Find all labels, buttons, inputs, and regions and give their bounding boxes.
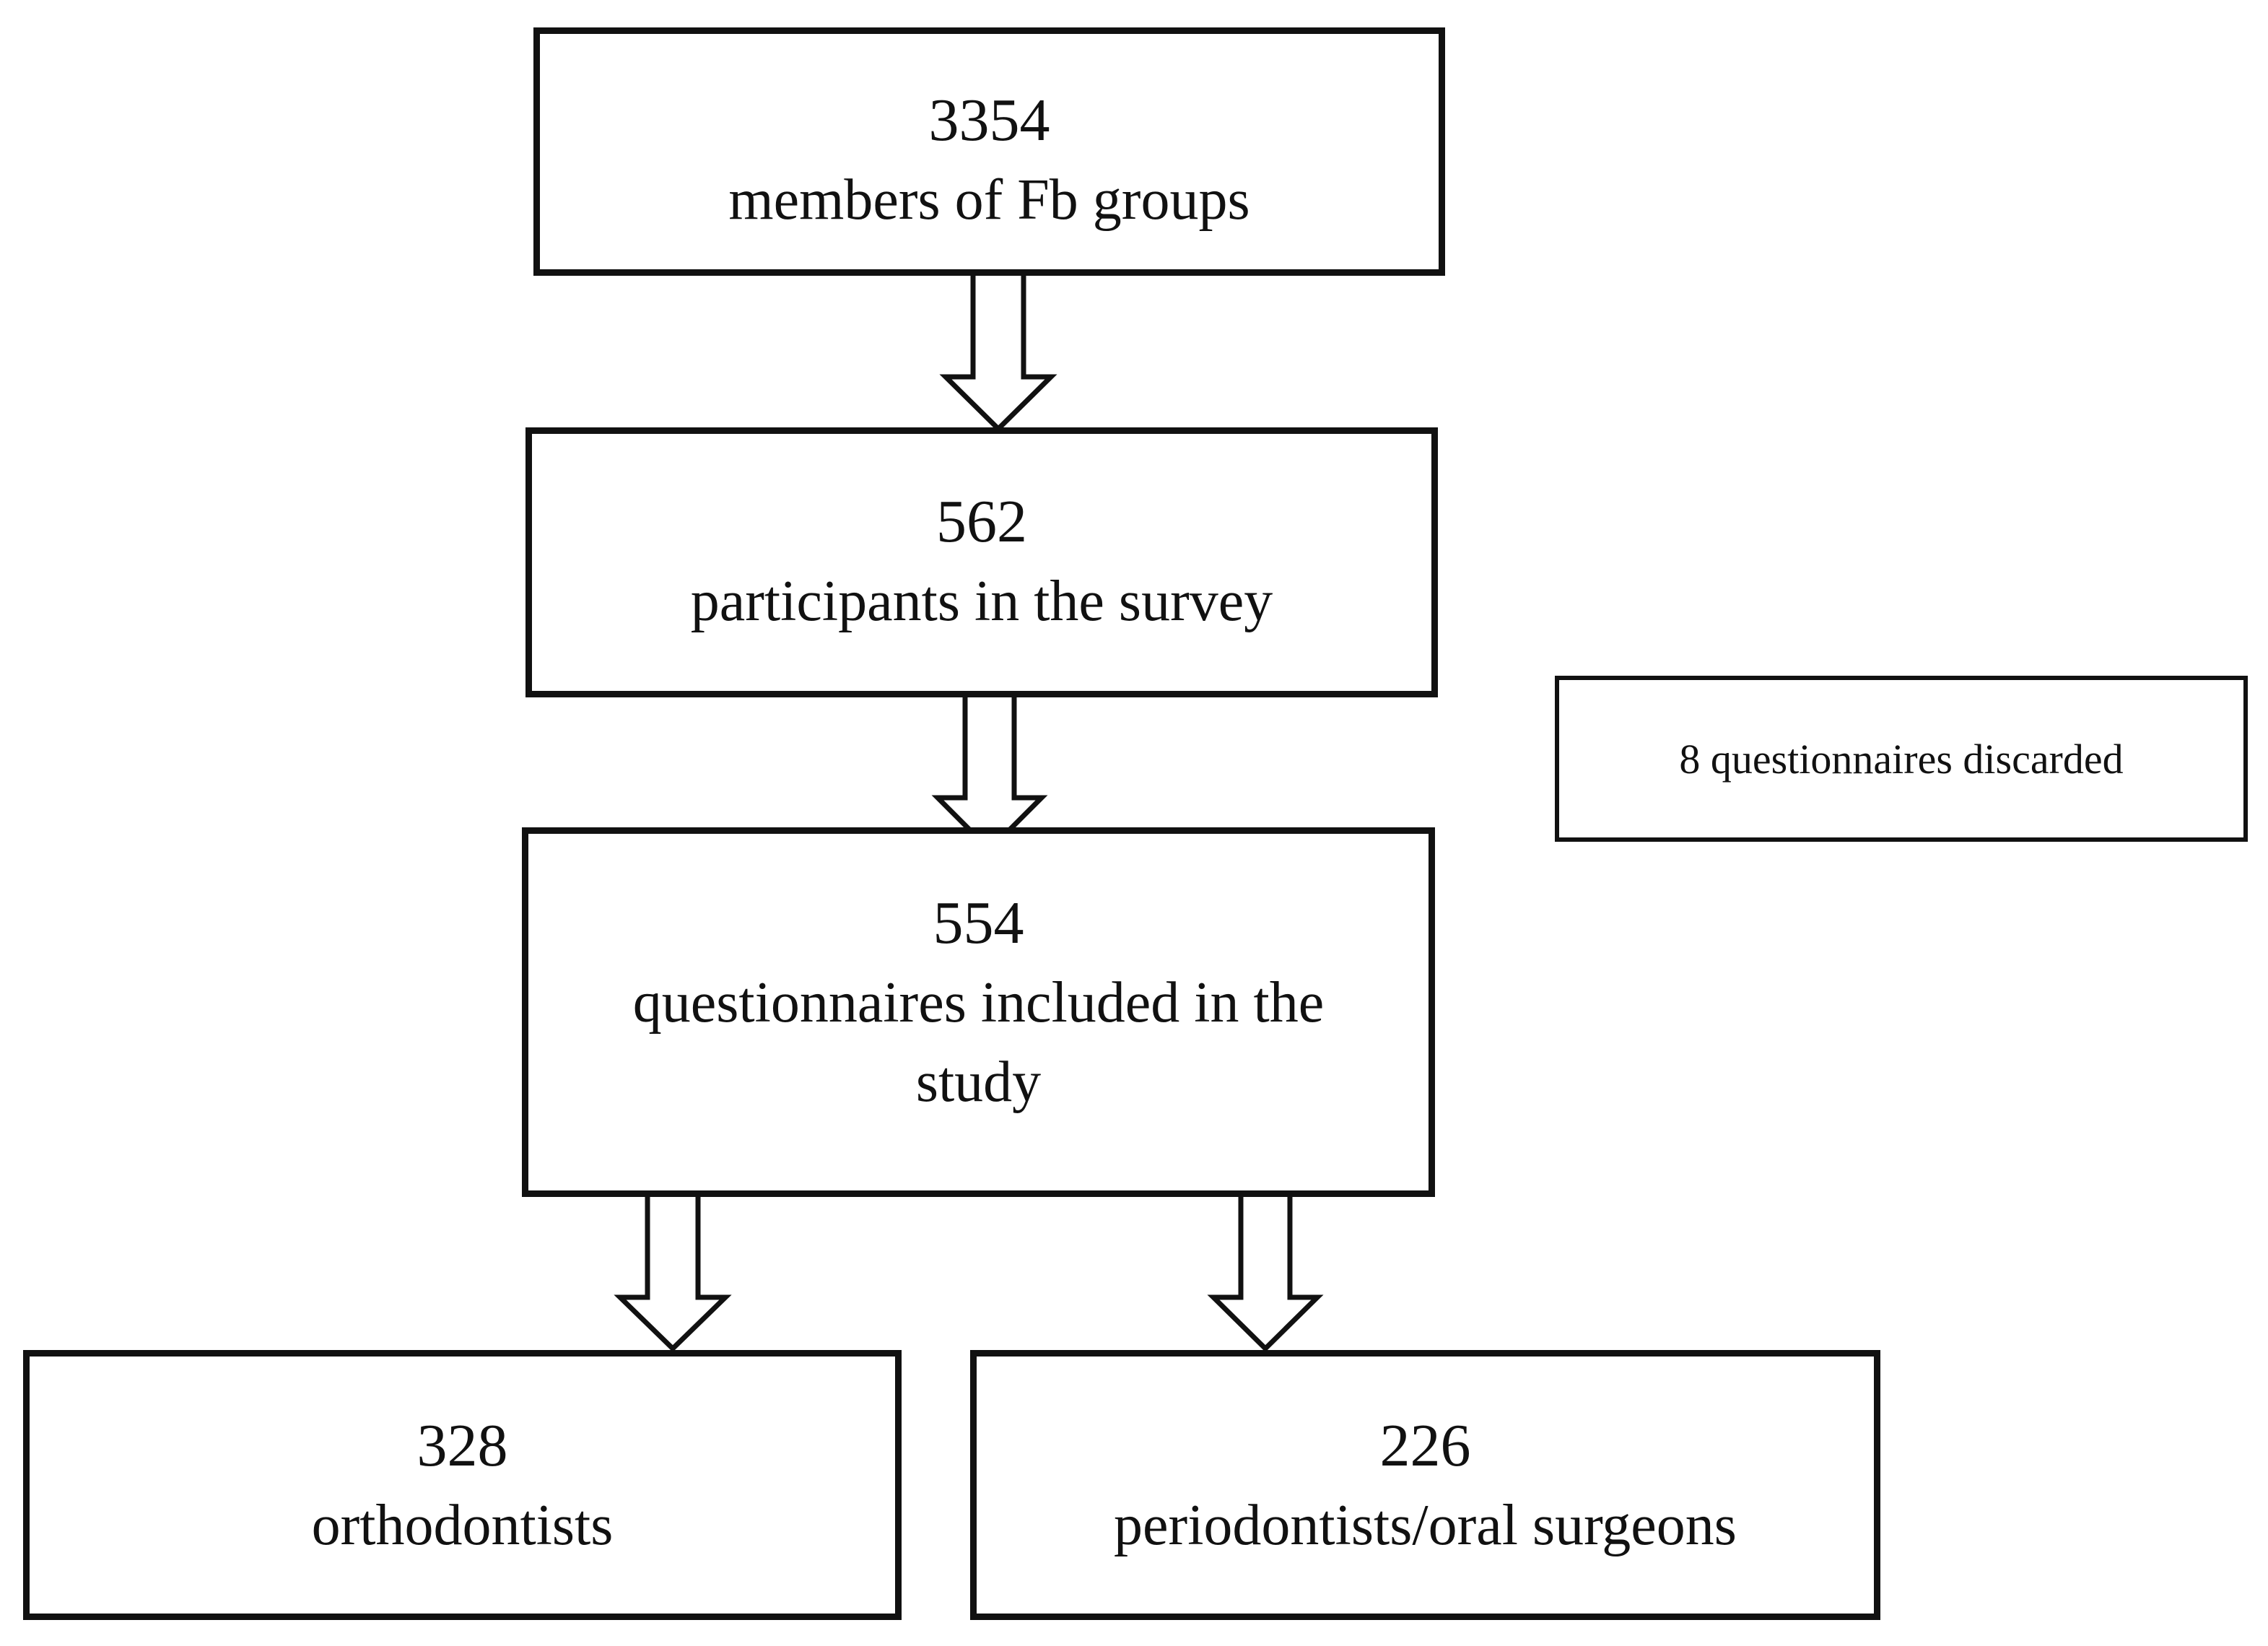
arrow-participants-to-included xyxy=(931,692,1048,853)
included-label-line1: questionnaires included in the xyxy=(632,971,1325,1035)
orthodontists-box: 328 orthodontists xyxy=(23,1350,902,1620)
arrow-included-to-periodontists xyxy=(1207,1191,1324,1352)
arrow-members-to-participants xyxy=(939,270,1057,432)
members-label: members of Fb groups xyxy=(728,168,1250,232)
participants-count: 562 xyxy=(936,488,1027,555)
members-count: 3354 xyxy=(928,87,1050,154)
periodontists-count: 226 xyxy=(1379,1412,1471,1479)
periodontists-box: 226 periodontists/oral surgeons xyxy=(970,1350,1880,1620)
discarded-label: 8 questionnaires discarded xyxy=(1679,735,2124,783)
orthodontists-label: orthodontists xyxy=(311,1494,614,1557)
members-box: 3354 members of Fb groups xyxy=(533,27,1445,276)
included-count: 554 xyxy=(933,889,1024,957)
discarded-box: 8 questionnaires discarded xyxy=(1555,676,2248,842)
participants-label: participants in the survey xyxy=(690,570,1273,633)
periodontists-label: periodontists/oral surgeons xyxy=(1114,1494,1737,1557)
included-box: 554 questionnaires included in the study xyxy=(522,827,1435,1197)
participants-box: 562 participants in the survey xyxy=(525,427,1438,697)
included-label-line2: study xyxy=(915,1050,1042,1114)
orthodontists-count: 328 xyxy=(416,1412,508,1479)
arrow-included-to-orthodontists xyxy=(614,1191,732,1352)
